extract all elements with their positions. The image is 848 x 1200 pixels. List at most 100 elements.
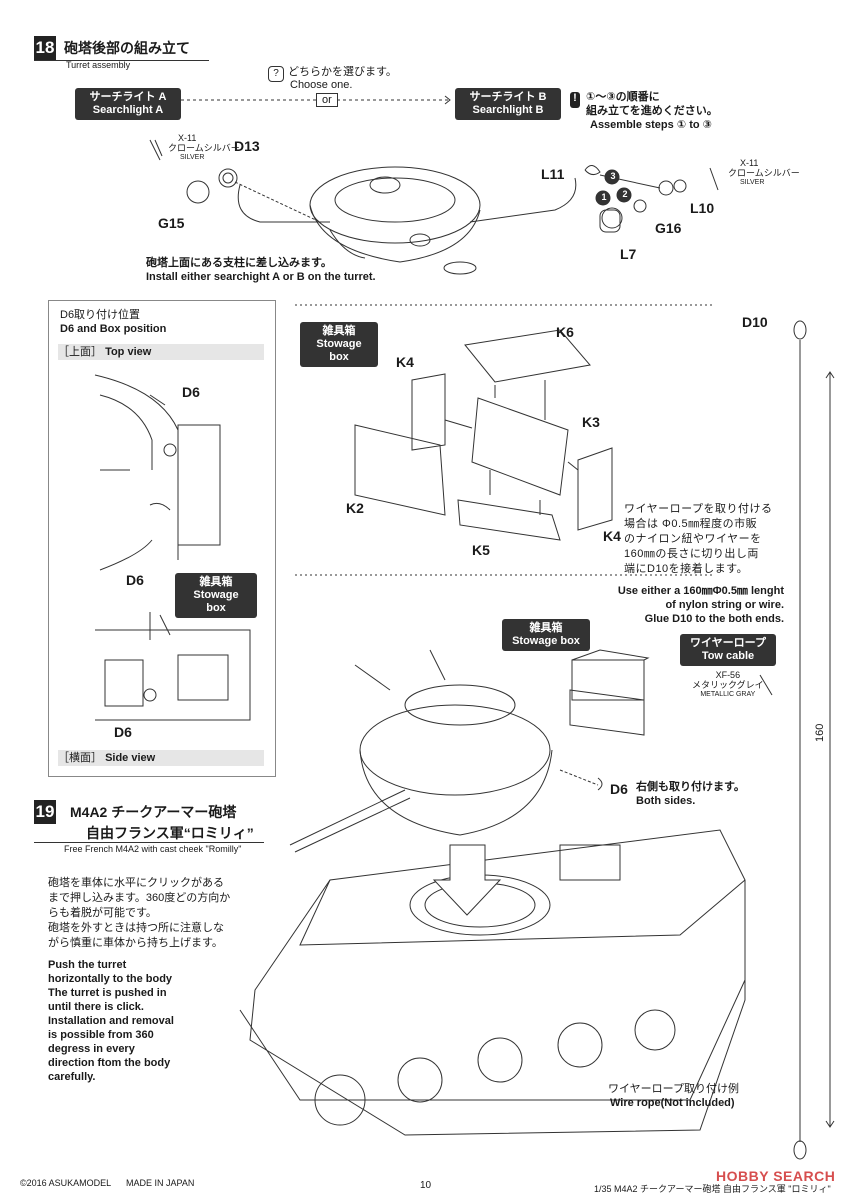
d6-label-top: D6 bbox=[182, 384, 200, 400]
watermark: HOBBY SEARCH bbox=[716, 1168, 836, 1184]
paint-left-en: SILVER bbox=[180, 154, 205, 161]
paint-right-en: SILVER bbox=[740, 179, 765, 186]
step-18-number: 18 bbox=[34, 36, 56, 60]
paint-cable-en: METALLIC GRAY bbox=[700, 691, 756, 698]
question-icon: ? bbox=[268, 66, 284, 82]
stowage-box-label-exploded: 雑具箱 Stowage box bbox=[300, 322, 378, 367]
choose-one-en: Choose one. bbox=[290, 79, 353, 91]
or-label: or bbox=[316, 93, 338, 107]
tow-note-jp-line: 端にD10を接着します。 bbox=[624, 563, 749, 575]
paint-left-code: X-11 bbox=[178, 133, 197, 143]
tow-note-jp-line: のナイロン紐やワイヤーを bbox=[624, 533, 762, 545]
install-note-en: Install either searchight A or B on the … bbox=[146, 271, 376, 283]
assemble-order-en: Assemble steps ① to ③ bbox=[590, 119, 712, 131]
install-note-jp: 砲塔上面にある支柱に差し込みます。 bbox=[146, 257, 332, 269]
part-k6: K6 bbox=[556, 324, 574, 340]
step19-note-en-line: direction ftom the body bbox=[48, 1057, 171, 1069]
assemble-order-jp1: ①～③の順番に bbox=[586, 91, 660, 103]
d6-label-side: D6 bbox=[114, 724, 132, 740]
step-19-rule bbox=[34, 842, 264, 843]
part-k4-right: K4 bbox=[603, 528, 621, 544]
part-k2: K2 bbox=[346, 500, 364, 516]
tow-cable-note-jp: ワイヤーロープを取り付ける 場合は Φ0.5㎜程度の市販 のナイロン紐やワイヤー… bbox=[624, 502, 773, 577]
tow-cable-en: Tow cable bbox=[701, 650, 755, 662]
part-g15: G15 bbox=[158, 215, 185, 231]
top-view-jp: ［上面］ bbox=[58, 346, 102, 358]
step19-note-jp-line: 砲塔を外すときは持つ所に注意しな bbox=[48, 922, 224, 934]
tow-note-en-line: Glue D10 to the both ends. bbox=[644, 613, 784, 625]
step19-note-jp-line: らも着脱が可能です。 bbox=[48, 907, 157, 919]
paint-right-code: X-11 bbox=[740, 158, 759, 168]
step-19-title-jp1: M4A2 チークアーマー砲塔 bbox=[70, 804, 237, 820]
step19-note-en-line: The turret is pushed in bbox=[48, 987, 167, 999]
step-18-rule bbox=[34, 60, 209, 61]
tow-note-jp-line: ワイヤーロープを取り付ける bbox=[624, 503, 773, 515]
step-19-title-jp2: 自由フランス軍“ロミリィ” bbox=[86, 825, 254, 841]
part-d10: D10 bbox=[742, 314, 768, 330]
step-mark-2: 2 bbox=[622, 189, 628, 199]
paint-left-jp: クロームシルバー bbox=[168, 143, 240, 153]
d6-label-turret: D6 bbox=[610, 781, 628, 797]
d6-panel-title-jp: D6取り付け位置 bbox=[60, 309, 141, 321]
top-view-en: Top view bbox=[105, 346, 152, 358]
choose-one-jp: どちらかを選びます。 bbox=[288, 66, 397, 78]
assemble-order-jp2: 組み立てを進めください。 bbox=[586, 105, 718, 117]
step-mark-1: 1 bbox=[601, 192, 607, 202]
searchlight-b-jp: サーチライト B bbox=[469, 91, 547, 103]
side-view-bar: ［横面］ Side view bbox=[58, 750, 264, 766]
stowage-panel-en: Stowage box bbox=[193, 589, 239, 614]
stowage-turret-jp: 雑具箱 bbox=[529, 622, 563, 634]
paint-right-jp: クロームシルバー bbox=[728, 168, 800, 178]
side-view-jp: ［横面］ bbox=[58, 752, 102, 764]
paint-note-left: X-11 クロームシルバー SILVER bbox=[168, 133, 240, 163]
wire-rope-example-jp: ワイヤーロープ取り付け例 bbox=[608, 1083, 740, 1095]
part-g16: G16 bbox=[655, 220, 682, 236]
top-view-bar: ［上面］ Top view bbox=[58, 344, 264, 360]
step-mark-3: 3 bbox=[610, 171, 616, 181]
both-sides-jp: 右側も取り付けます。 bbox=[636, 781, 745, 793]
step19-note-en-line: is possible from 360 bbox=[48, 1029, 154, 1041]
paint-cable-jp: メタリックグレイ bbox=[692, 680, 764, 690]
d6-position-panel bbox=[48, 300, 276, 777]
part-k5: K5 bbox=[472, 542, 490, 558]
stowage-exploded-en: Stowage box bbox=[316, 338, 362, 363]
tow-cable-jp: ワイヤーロープ bbox=[689, 637, 766, 649]
searchlight-b-label: サーチライト B Searchlight B bbox=[455, 88, 561, 120]
paint-note-cable: XF-56 メタリックグレイ METALLIC GRAY bbox=[692, 670, 764, 700]
stowage-turret-en: Stowage box bbox=[512, 635, 580, 647]
step19-note-jp-line: 砲塔を車体に水平にクリックがある bbox=[48, 877, 224, 889]
step19-note-en-line: horizontally to the body bbox=[48, 973, 173, 985]
tow-cable-label: ワイヤーロープ Tow cable bbox=[680, 634, 776, 666]
step19-note-jp-line: まで押し込みます。360度どの方向か bbox=[48, 892, 231, 904]
step19-note-en-line: carefully. bbox=[48, 1071, 96, 1083]
part-l7: L7 bbox=[620, 246, 637, 262]
tow-note-jp-line: 160㎜の長さに切り出し両 bbox=[624, 548, 759, 560]
step19-note-en-line: Push the turret bbox=[48, 959, 127, 971]
footer-copyright: ©2016 ASUKAMODEL bbox=[20, 1178, 112, 1188]
step-18-title-jp: 砲塔後部の組み立て bbox=[64, 40, 190, 56]
paint-note-right: X-11 クロームシルバー SILVER bbox=[728, 158, 800, 188]
tow-note-jp-line: 場合は Φ0.5㎜程度の市販 bbox=[624, 518, 758, 530]
footer-product: 1/35 M4A2 チークアーマー砲塔 自由フランス軍 "ロミリィ" bbox=[594, 1184, 831, 1194]
both-sides-en: Both sides. bbox=[636, 795, 696, 807]
stowage-box-label-panel: 雑具箱 Stowage box bbox=[175, 573, 257, 618]
part-k3: K3 bbox=[582, 414, 600, 430]
tow-cable-note-en: Use either a 160㎜Φ0.5㎜ lenght of nylon s… bbox=[604, 584, 784, 626]
searchlight-a-jp: サーチライト A bbox=[89, 91, 167, 103]
caution-icon: ! bbox=[570, 92, 580, 108]
step19-note-en-line: Installation and removal bbox=[48, 1015, 174, 1027]
stowage-exploded-jp: 雑具箱 bbox=[322, 325, 356, 337]
side-view-en: Side view bbox=[105, 752, 156, 764]
paint-cable-code: XF-56 bbox=[715, 670, 741, 680]
part-d13: D13 bbox=[234, 138, 260, 154]
step-19-note-jp: 砲塔を車体に水平にクリックがある まで押し込みます。360度どの方向か らも着脱… bbox=[48, 876, 230, 951]
part-l11: L11 bbox=[541, 166, 565, 182]
step-18-title-en: Turret assembly bbox=[66, 60, 131, 70]
step-19-note-en: Push the turret horizontally to the body… bbox=[48, 958, 174, 1084]
footer-made-in: MADE IN JAPAN bbox=[126, 1178, 195, 1188]
d6-label-mid: D6 bbox=[126, 572, 144, 588]
tow-note-en-line: Use either a 160㎜Φ0.5㎜ lenght bbox=[617, 585, 784, 597]
step19-note-en-line: until there is click. bbox=[48, 1001, 144, 1013]
wire-rope-example-en: Wire rope(Not included) bbox=[610, 1097, 735, 1109]
